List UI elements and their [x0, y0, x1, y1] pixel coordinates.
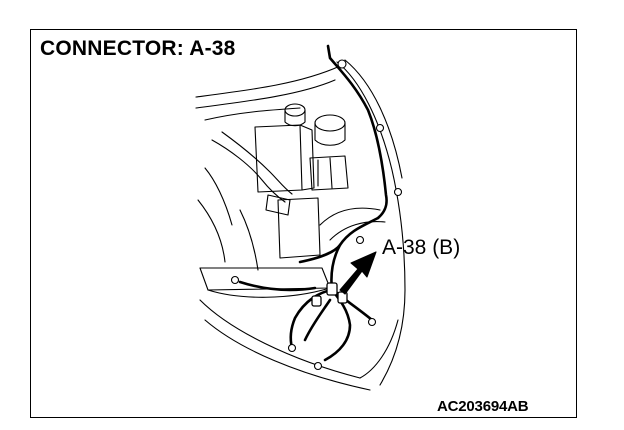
diagram-title: CONNECTOR: A-38	[40, 37, 236, 60]
figure-id: AC203694AB	[437, 398, 529, 415]
callout-arrow	[339, 251, 377, 295]
diagram-frame	[30, 29, 577, 418]
fender-outline	[195, 59, 406, 386]
front-bumper	[199, 299, 399, 391]
reservoir-caps	[284, 103, 346, 146]
connector-callout-label: A-38 (B)	[382, 236, 461, 259]
connector-a38-cluster	[311, 282, 348, 307]
component-boxes	[254, 124, 349, 259]
harness-clips	[230, 59, 403, 371]
engine-hoses	[197, 131, 293, 271]
wiring-harness	[238, 44, 388, 362]
radiator-support	[199, 207, 386, 298]
